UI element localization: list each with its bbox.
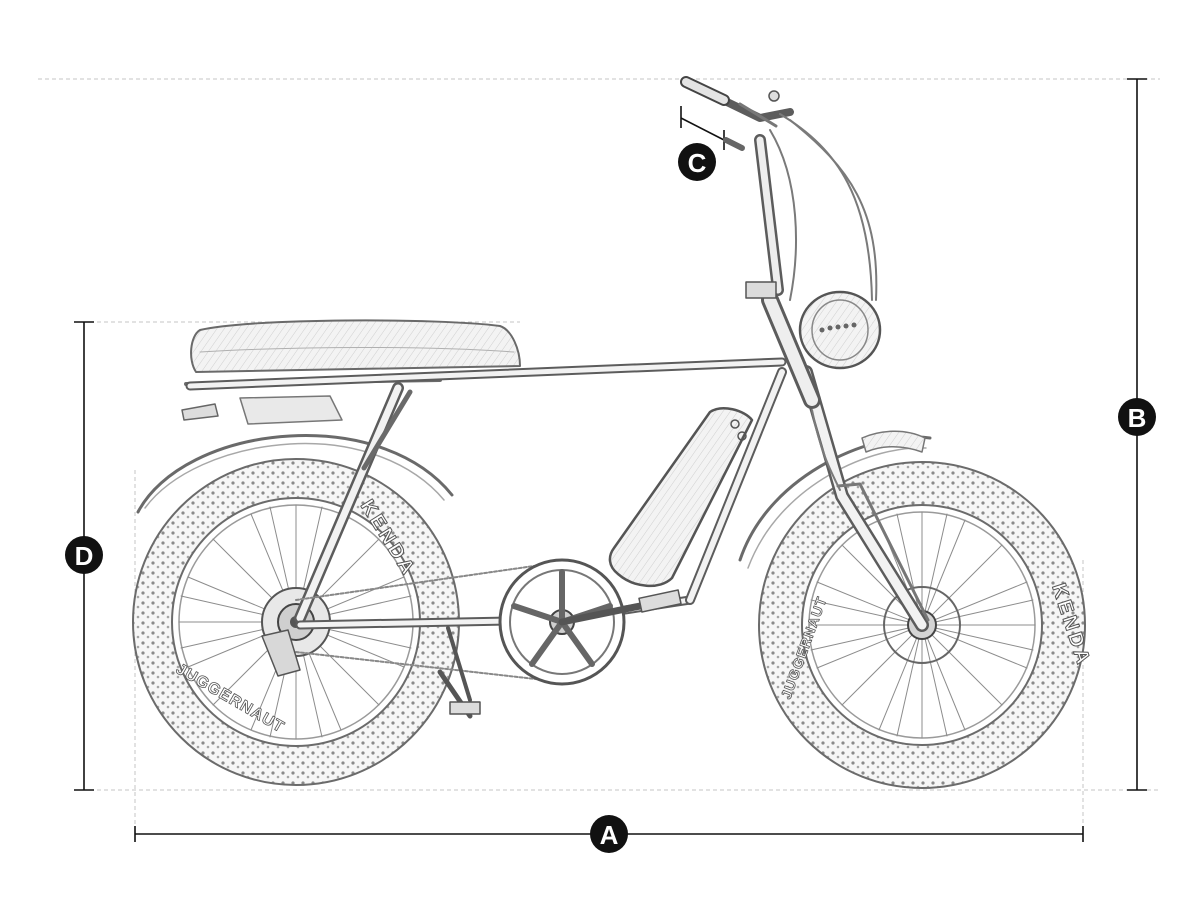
label-c: C bbox=[678, 143, 716, 181]
label-b-text: B bbox=[1128, 403, 1147, 433]
dim-c-line bbox=[680, 117, 725, 141]
seat bbox=[190, 319, 521, 373]
rear-fender bbox=[136, 434, 454, 514]
chain bbox=[295, 561, 563, 683]
headlight bbox=[798, 290, 882, 370]
bike-sketch: KENDA JUGGERNAUT KENDA JUGGERNAUT bbox=[132, 76, 1095, 789]
label-c-text: C bbox=[688, 148, 707, 178]
label-d: D bbox=[65, 536, 103, 574]
guide-lines bbox=[38, 78, 1160, 842]
battery bbox=[608, 407, 754, 588]
label-b: B bbox=[1118, 398, 1156, 436]
label-a-text: A bbox=[600, 820, 619, 850]
label-d-text: D bbox=[75, 541, 94, 571]
label-a: A bbox=[590, 815, 628, 853]
front-fork bbox=[799, 365, 930, 632]
kickstand bbox=[446, 626, 472, 702]
cables bbox=[769, 113, 878, 491]
